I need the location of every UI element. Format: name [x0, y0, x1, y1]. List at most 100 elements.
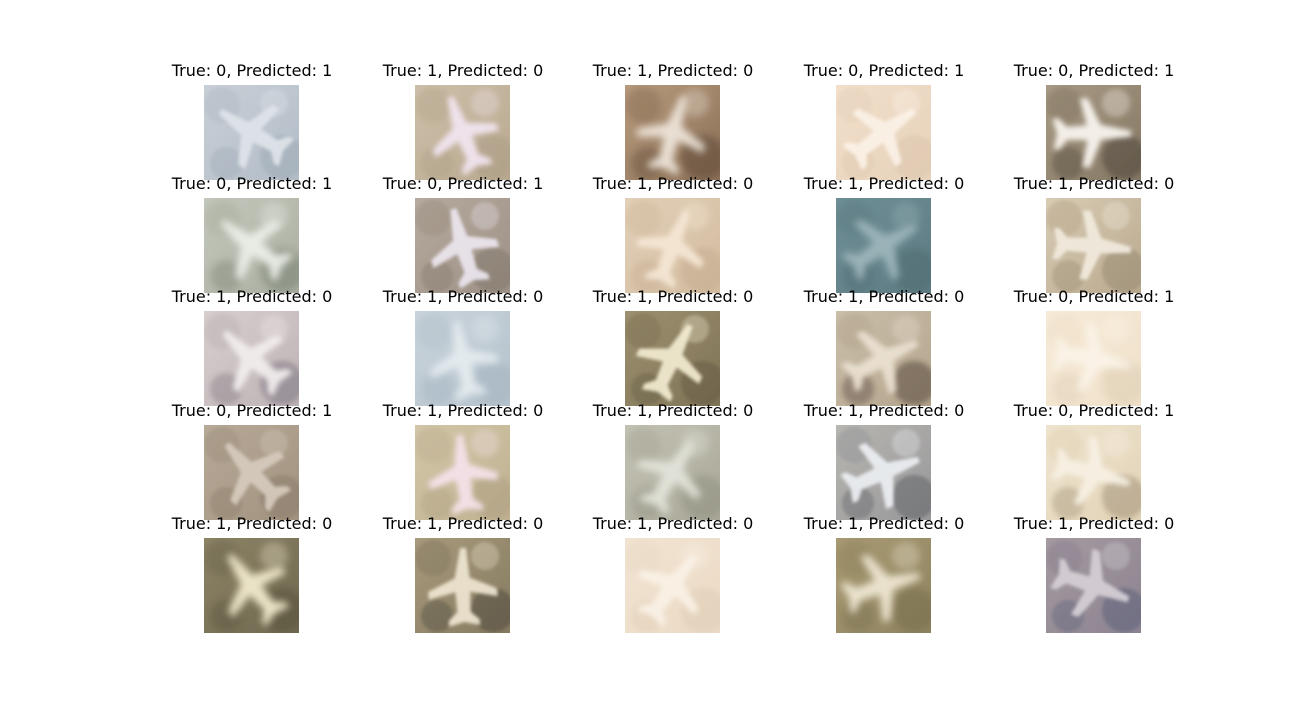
thumbnail-image: [204, 198, 299, 293]
airplane-silhouette-icon: [625, 311, 720, 406]
prediction-panel: True: 0, Predicted: 1: [152, 401, 352, 534]
panel-title: True: 1, Predicted: 0: [803, 174, 965, 193]
blurry-airplane-icon: [1046, 311, 1141, 406]
prediction-panel: True: 1, Predicted: 0: [152, 287, 352, 420]
prediction-panel: True: 1, Predicted: 0: [363, 401, 563, 534]
panel-title: True: 1, Predicted: 0: [803, 401, 965, 420]
prediction-panel: True: 1, Predicted: 0: [573, 514, 773, 647]
panel-title: True: 0, Predicted: 1: [1013, 61, 1175, 80]
prediction-panel: True: 0, Predicted: 1: [994, 61, 1194, 194]
prediction-panel: True: 0, Predicted: 1: [152, 61, 352, 194]
panel-title: True: 1, Predicted: 0: [382, 61, 544, 80]
airplane-silhouette-icon: [204, 538, 299, 633]
panel-title: True: 1, Predicted: 0: [171, 287, 333, 306]
prediction-panel: True: 1, Predicted: 0: [784, 514, 984, 647]
thumbnail-image: [836, 538, 931, 633]
panel-title: True: 1, Predicted: 0: [1013, 514, 1175, 533]
prediction-panel: True: 1, Predicted: 0: [573, 287, 773, 420]
panel-title: True: 1, Predicted: 0: [803, 287, 965, 306]
thumbnail-image: [204, 425, 299, 520]
thumbnail-image: [625, 311, 720, 406]
prediction-panel: True: 1, Predicted: 0: [573, 61, 773, 194]
thumbnail-image: [1046, 85, 1141, 180]
blurry-airplane-icon: [204, 85, 299, 180]
airplane-silhouette-icon: [1046, 85, 1141, 180]
panel-title: True: 1, Predicted: 0: [382, 287, 544, 306]
thumbnail-image: [415, 85, 510, 180]
airplane-silhouette-icon: [625, 85, 720, 180]
thumbnail-image: [625, 85, 720, 180]
panel-title: True: 1, Predicted: 0: [592, 514, 754, 533]
panel-title: True: 0, Predicted: 1: [382, 174, 544, 193]
prediction-panel: True: 0, Predicted: 1: [363, 174, 563, 307]
thumbnail-image: [204, 538, 299, 633]
airplane-silhouette-icon: [836, 425, 931, 520]
thumbnail-image: [204, 85, 299, 180]
blurry-airplane-icon: [204, 425, 299, 520]
blurry-airplane-icon: [625, 198, 720, 293]
prediction-panel: True: 1, Predicted: 0: [573, 401, 773, 534]
blurry-airplane-icon: [836, 85, 931, 180]
panel-title: True: 1, Predicted: 0: [382, 514, 544, 533]
airplane-silhouette-icon: [415, 538, 510, 633]
thumbnail-image: [836, 311, 931, 406]
panel-title: True: 1, Predicted: 0: [592, 401, 754, 420]
prediction-panel: True: 1, Predicted: 0: [363, 61, 563, 194]
thumbnail-image: [1046, 311, 1141, 406]
thumbnail-image: [836, 425, 931, 520]
airplane-silhouette-icon: [415, 85, 510, 180]
thumbnail-image: [1046, 425, 1141, 520]
panel-title: True: 1, Predicted: 0: [171, 514, 333, 533]
prediction-panel: True: 1, Predicted: 0: [784, 287, 984, 420]
airplane-silhouette-icon: [415, 198, 510, 293]
thumbnail-image: [415, 425, 510, 520]
blurry-airplane-icon: [625, 538, 720, 633]
thumbnail-image: [1046, 538, 1141, 633]
panel-title: True: 1, Predicted: 0: [592, 61, 754, 80]
thumbnail-image: [204, 311, 299, 406]
prediction-panel: True: 1, Predicted: 0: [994, 514, 1194, 647]
panel-title: True: 0, Predicted: 1: [171, 401, 333, 420]
blurry-airplane-icon: [836, 311, 931, 406]
panel-title: True: 1, Predicted: 0: [592, 287, 754, 306]
prediction-panel: True: 0, Predicted: 1: [994, 401, 1194, 534]
panel-title: True: 0, Predicted: 1: [171, 61, 333, 80]
airplane-silhouette-icon: [836, 538, 931, 633]
prediction-panel: True: 1, Predicted: 0: [363, 287, 563, 420]
airplane-silhouette-icon: [836, 198, 931, 293]
panel-title: True: 1, Predicted: 0: [592, 174, 754, 193]
prediction-panel: True: 1, Predicted: 0: [994, 174, 1194, 307]
airplane-silhouette-icon: [1046, 538, 1141, 633]
prediction-panel: True: 0, Predicted: 1: [784, 61, 984, 194]
panel-title: True: 1, Predicted: 0: [803, 514, 965, 533]
panel-title: True: 1, Predicted: 0: [382, 401, 544, 420]
blurry-airplane-icon: [1046, 425, 1141, 520]
panel-title: True: 0, Predicted: 1: [1013, 287, 1175, 306]
thumbnail-image: [415, 538, 510, 633]
prediction-panel: True: 1, Predicted: 0: [784, 174, 984, 307]
prediction-panel: True: 0, Predicted: 1: [152, 174, 352, 307]
blurry-airplane-icon: [415, 311, 510, 406]
thumbnail-image: [625, 198, 720, 293]
airplane-silhouette-icon: [625, 425, 720, 520]
panel-title: True: 1, Predicted: 0: [1013, 174, 1175, 193]
airplane-silhouette-icon: [1046, 198, 1141, 293]
thumbnail-image: [415, 311, 510, 406]
prediction-panel: True: 1, Predicted: 0: [152, 514, 352, 647]
thumbnail-image: [836, 198, 931, 293]
panel-title: True: 0, Predicted: 1: [803, 61, 965, 80]
panel-title: True: 0, Predicted: 1: [171, 174, 333, 193]
prediction-panel: True: 1, Predicted: 0: [573, 174, 773, 307]
blurry-airplane-icon: [204, 198, 299, 293]
panel-title: True: 0, Predicted: 1: [1013, 401, 1175, 420]
thumbnail-image: [415, 198, 510, 293]
prediction-panel: True: 0, Predicted: 1: [994, 287, 1194, 420]
blurry-airplane-icon: [204, 311, 299, 406]
thumbnail-image: [836, 85, 931, 180]
airplane-silhouette-icon: [415, 425, 510, 520]
prediction-panel: True: 1, Predicted: 0: [784, 401, 984, 534]
thumbnail-image: [1046, 198, 1141, 293]
thumbnail-image: [625, 425, 720, 520]
prediction-panel: True: 1, Predicted: 0: [363, 514, 563, 647]
